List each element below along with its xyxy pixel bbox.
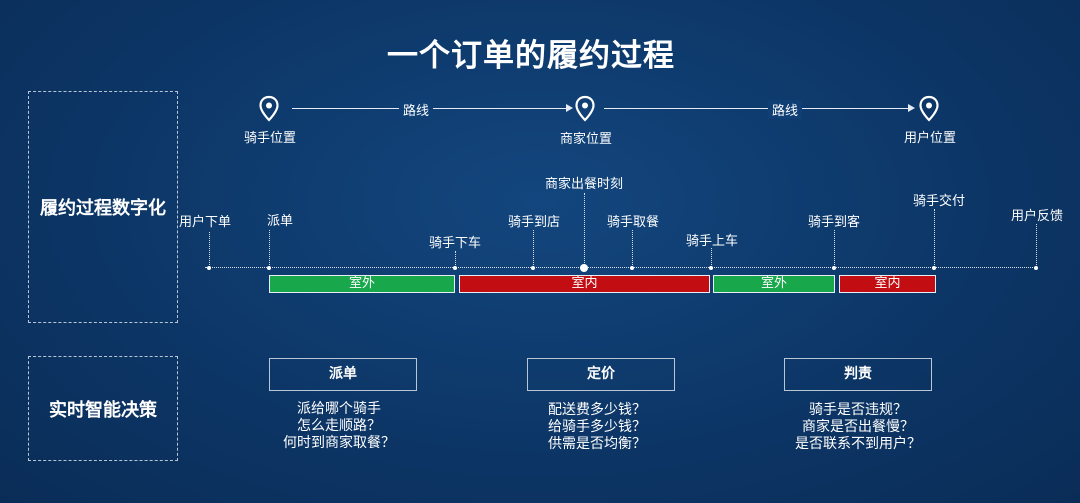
decision-pricing-questions: 配送费多少钱？ 给骑手多少钱？ 供需是否均衡？ <box>548 402 646 453</box>
event-rider-board: 骑手上车 <box>685 234 739 249</box>
route-label-2: 路线 <box>767 100 803 119</box>
question-item: 怎么走顺路？ <box>297 418 381 434</box>
page-title: 一个订单的履约过程 <box>387 38 675 74</box>
timeline-dot <box>267 266 271 270</box>
question-item: 派给哪个骑手 <box>297 401 381 417</box>
map-pin-icon <box>919 95 939 122</box>
question-item: 骑手是否违规？ <box>809 402 907 418</box>
timeline-dot <box>932 266 936 270</box>
timeline-dot <box>531 266 535 270</box>
route-arrow-1 <box>566 104 573 112</box>
timeline-dot <box>453 266 457 270</box>
decision-pricing-box: 定价 <box>527 358 675 391</box>
decision-pricing-title: 定价 <box>587 366 615 382</box>
timeline-axis <box>205 267 1035 268</box>
route-label-1: 路线 <box>398 100 434 119</box>
timeline-dot <box>1034 266 1038 270</box>
pin-label-merchant: 商家位置 <box>559 132 613 147</box>
question-item: 是否联系不到用户？ <box>795 436 921 452</box>
event-user-order: 用户下单 <box>178 215 232 230</box>
event-deliver: 骑手交付 <box>912 194 966 209</box>
decision-dispatch-box: 派单 <box>269 358 417 391</box>
leader-rider-board <box>711 248 712 267</box>
decision-dispatch-questions: 派给哪个骑手 怎么走顺路？ 何时到商家取餐？ <box>283 401 395 452</box>
leader-merchant-ready <box>584 193 585 267</box>
pin-label-user: 用户位置 <box>903 131 957 146</box>
leader-dispatch <box>269 230 270 267</box>
digitization-box: 履约过程数字化 <box>28 91 178 323</box>
decision-label: 实时智能决策 <box>49 399 157 421</box>
event-feedback: 用户反馈 <box>1010 209 1064 224</box>
event-arrive-store: 骑手到店 <box>507 215 561 230</box>
timeline-dot <box>207 266 211 270</box>
decision-responsibility-title: 判责 <box>844 366 872 382</box>
leader-deliver <box>934 209 935 267</box>
event-pickup: 骑手取餐 <box>606 215 660 230</box>
timeline-dot <box>832 266 836 270</box>
decision-responsibility-questions: 骑手是否违规？ 商家是否出餐慢？ 是否联系不到用户？ <box>795 402 921 453</box>
timeline-dot-merchant-ready <box>580 264 588 272</box>
segment-outdoor-1: 室外 <box>269 275 455 293</box>
leader-feedback <box>1036 224 1037 267</box>
leader-arrive-store <box>533 230 534 267</box>
decision-responsibility-box: 判责 <box>784 358 932 391</box>
route-arrow-2 <box>908 104 915 112</box>
question-item: 商家是否出餐慢？ <box>802 419 914 435</box>
question-item: 配送费多少钱？ <box>548 402 646 418</box>
pin-label-rider: 骑手位置 <box>243 131 297 146</box>
event-rider-park: 骑手下车 <box>428 236 482 251</box>
timeline-dot <box>709 266 713 270</box>
digitization-label: 履约过程数字化 <box>40 198 166 219</box>
map-pin-icon <box>259 95 279 122</box>
leader-rider-park <box>455 251 456 267</box>
segment-outdoor-2: 室外 <box>713 275 835 293</box>
question-item: 给骑手多少钱？ <box>548 419 646 435</box>
leader-user-order <box>209 232 210 267</box>
segment-indoor-2: 室内 <box>839 275 936 293</box>
decision-dispatch-title: 派单 <box>329 366 357 382</box>
leader-pickup <box>632 230 633 267</box>
event-dispatch: 派单 <box>266 214 294 229</box>
decision-box: 实时智能决策 <box>28 356 178 461</box>
timeline-dot <box>630 266 634 270</box>
event-arrive-customer: 骑手到客 <box>807 215 861 230</box>
question-item: 供需是否均衡？ <box>548 436 646 452</box>
route-line-2 <box>604 108 910 109</box>
leader-arrive-customer <box>834 230 835 267</box>
segment-indoor-1: 室内 <box>459 275 710 293</box>
map-pin-icon <box>575 95 595 122</box>
question-item: 何时到商家取餐？ <box>283 435 395 451</box>
event-merchant-ready: 商家出餐时刻 <box>544 177 624 192</box>
